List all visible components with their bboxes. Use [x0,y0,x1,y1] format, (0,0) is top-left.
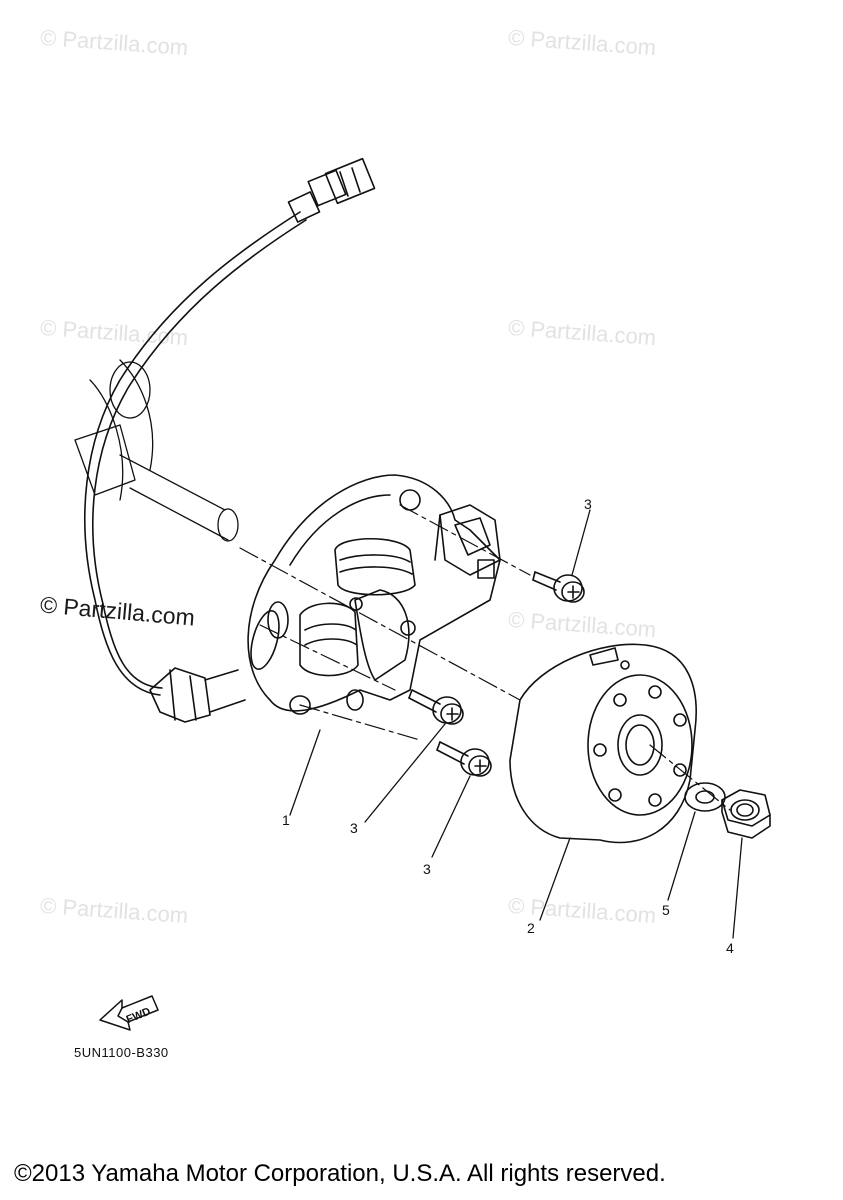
rotor-flywheel [509,643,697,844]
washer [684,782,726,812]
callout-2: 2 [527,920,535,936]
stator-coil-upper [334,537,416,596]
wire-connector [307,157,376,207]
callout-5: 5 [662,902,670,918]
flange-nut [721,789,771,839]
stator-coil-lower [299,602,359,677]
wire-harness [84,157,376,723]
diagram-code: 5UN1100-B330 [74,1045,169,1060]
pickup-coil [434,504,501,579]
forward-arrow-icon: FWD [99,995,159,1031]
screw-upper [532,571,585,603]
fwd-label: FWD [125,1006,153,1027]
callout-3-upper: 3 [584,496,592,512]
stator-coil-side [349,589,410,681]
copyright-notice: ©2013 Yamaha Motor Corporation, U.S.A. A… [14,1160,666,1187]
crankshaft [74,359,239,542]
alignment-lines [239,504,731,811]
stator-assembly [247,474,501,715]
callout-4: 4 [726,940,734,956]
callout-3-lower: 3 [423,861,431,877]
callout-3-middle: 3 [350,820,358,836]
leader-lines [289,509,743,939]
screw-lower [436,741,492,777]
wire-grommet [149,667,246,723]
screw-middle [408,689,464,725]
callout-1: 1 [282,812,290,828]
